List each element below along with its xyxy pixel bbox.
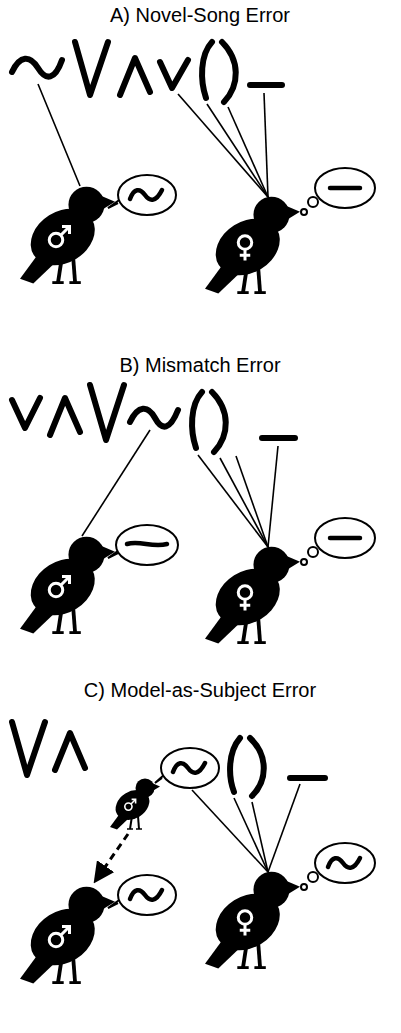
song-syllables (12, 385, 295, 452)
female-bird (205, 872, 300, 969)
thought-bubble (301, 843, 375, 890)
speech-bubble (108, 875, 176, 915)
leader-lines (192, 784, 300, 872)
syllable (130, 409, 178, 427)
male-bird (20, 187, 115, 284)
model-bird (110, 779, 160, 830)
speech-bubble (155, 748, 219, 788)
syllable (12, 398, 40, 428)
syllable (212, 392, 226, 452)
syllable (160, 60, 188, 88)
song-syllables (12, 42, 282, 102)
female-bird (205, 197, 300, 294)
panel-title: C) Model-as-Subject Error (84, 679, 316, 701)
female-bird (205, 547, 300, 644)
dashed-arrow (96, 834, 128, 880)
panel-title: A) Novel-Song Error (110, 4, 290, 26)
syllable (290, 775, 325, 781)
syllable (75, 42, 108, 95)
syllable (12, 59, 62, 77)
syllable (230, 738, 240, 792)
speech-bubble (108, 525, 178, 565)
leader-lines (82, 430, 278, 547)
male-bird (20, 887, 115, 984)
syllable (250, 82, 282, 88)
speech-bubble (108, 175, 176, 215)
male-bird (20, 537, 115, 634)
syllable (262, 435, 295, 441)
syllable (222, 42, 236, 102)
song-syllables (12, 722, 325, 796)
syllable (250, 738, 264, 796)
syllable (90, 385, 124, 440)
syllable (120, 58, 150, 95)
syllable (12, 722, 45, 775)
thought-bubble (301, 168, 375, 215)
syllable (55, 733, 85, 770)
panel-title: B) Mismatch Error (119, 354, 280, 376)
syllable (202, 42, 212, 98)
syllable (50, 398, 80, 435)
syllable (192, 392, 202, 448)
thought-bubble (301, 518, 375, 565)
